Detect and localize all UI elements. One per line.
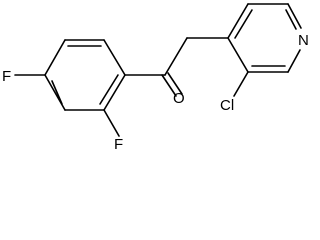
molecule-structure: F F O Cl N <box>2 3 309 150</box>
ring-b-bond-1 <box>227 3 249 39</box>
bond-c-cl <box>233 71 249 97</box>
carbonyl-double-1 <box>161 74 177 97</box>
atom-label-f-ortho: F <box>114 136 123 150</box>
atom-label-n: N <box>298 32 309 49</box>
ring-b-double-2 <box>285 9 297 30</box>
difluorophenyl-ring <box>44 39 126 111</box>
ring-a-bond-6 <box>44 39 66 76</box>
atom-label-o: O <box>173 90 185 107</box>
ring-a-double-3 <box>51 80 63 105</box>
bond-carbonyl-ch2 <box>164 37 188 76</box>
atom-label-f-para: F <box>2 68 11 85</box>
bond-c-f-ortho <box>103 109 120 137</box>
ring-a-bond-2 <box>103 39 126 76</box>
carbonyl-double-2 <box>167 72 183 95</box>
atom-label-cl: Cl <box>220 97 234 114</box>
pyridine-ring <box>227 3 302 73</box>
structure-canvas: F F O Cl N <box>2 3 309 150</box>
ring-a-double-2 <box>99 74 119 105</box>
ring-b-bond-4 <box>287 49 301 73</box>
ring-b-bond-6 <box>227 37 249 73</box>
ring-a-bond-3 <box>103 74 126 111</box>
ring-b-double-1 <box>234 9 253 39</box>
ring-b-bond-3 <box>287 3 302 29</box>
